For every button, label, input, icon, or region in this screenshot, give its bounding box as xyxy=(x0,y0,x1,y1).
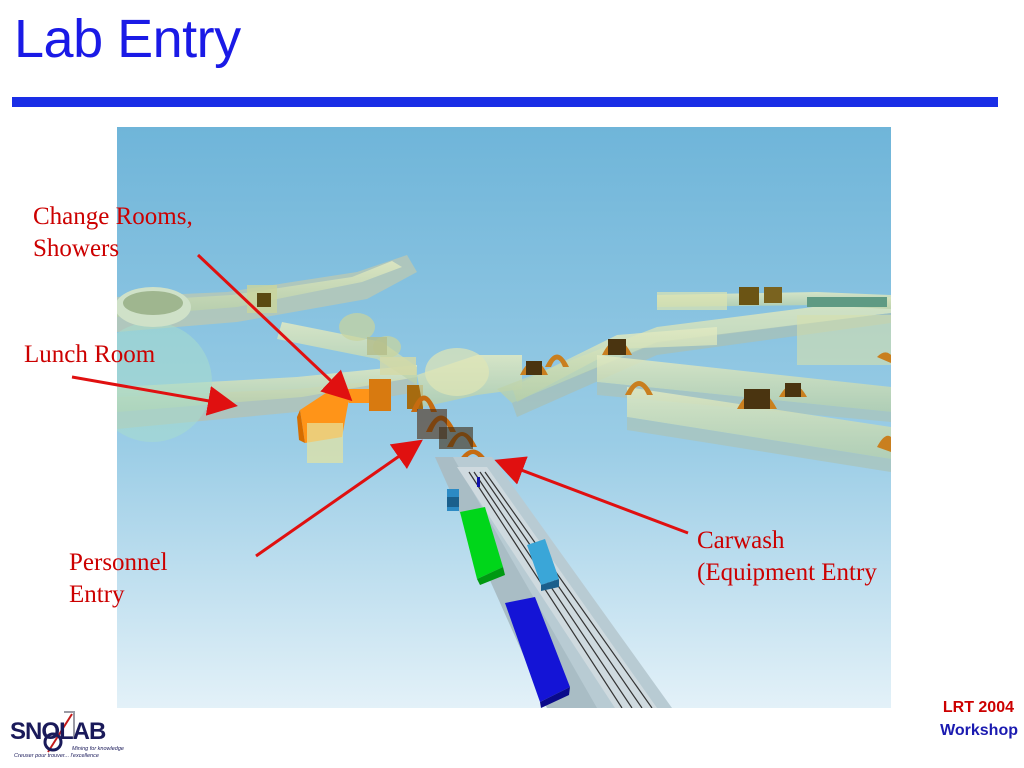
footer-workshop: Workshop xyxy=(940,722,1018,739)
title-underline xyxy=(12,97,998,107)
label-personnel-entry-line1: Personnel xyxy=(69,549,168,576)
label-personnel-entry-line2: Entry xyxy=(69,581,125,608)
label-change-rooms-line1: Change Rooms, xyxy=(33,203,193,230)
label-carwash: Carwash (Equipment Entry xyxy=(697,525,877,589)
label-carwash-line2: (Equipment Entry xyxy=(697,559,877,586)
logo-tagline-fr: Creuser pour trouver... l'excellence xyxy=(14,753,99,759)
label-lunch-room: Lunch Room xyxy=(24,341,156,368)
lab-3d-rendering xyxy=(117,127,891,708)
label-personnel-entry: Personnel Entry xyxy=(69,547,168,611)
label-change-rooms-line2: Showers xyxy=(33,235,120,262)
logo-graphic xyxy=(43,711,75,753)
label-change-rooms: Change Rooms, Showers xyxy=(33,201,193,265)
logo-tagline-en: Mining for knowledge xyxy=(72,746,124,752)
footer-event: LRT 2004 xyxy=(942,699,1014,716)
logo-wordmark: SNOLAB xyxy=(10,718,106,745)
snolab-logo: SNOLAB Mining for knowledge Creuser pour… xyxy=(8,708,148,764)
slide-title: Lab Entry xyxy=(14,9,241,69)
label-carwash-line1: Carwash xyxy=(697,527,785,554)
